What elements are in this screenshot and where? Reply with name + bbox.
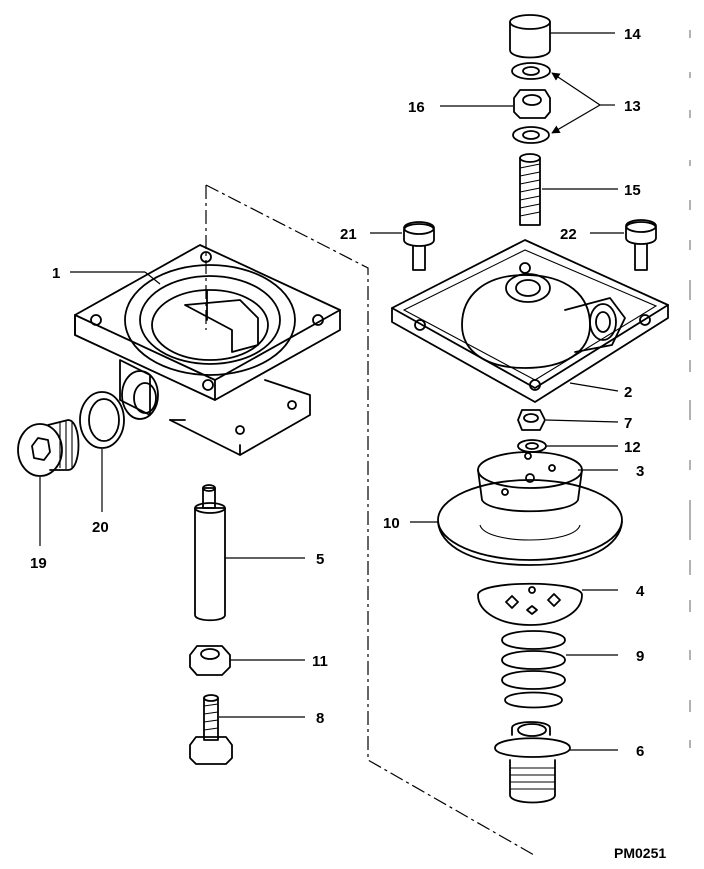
callout-22: 22 bbox=[560, 226, 577, 243]
callout-13: 13 bbox=[624, 98, 641, 115]
part-1-housing bbox=[74, 244, 341, 456]
part-12-washer bbox=[517, 439, 547, 453]
part-7-nut bbox=[517, 409, 546, 431]
part-5-stud bbox=[194, 484, 226, 622]
callout-21: 21 bbox=[340, 226, 357, 243]
callout-6: 6 bbox=[636, 743, 644, 760]
part-9-spring bbox=[501, 630, 566, 709]
part-14-cap bbox=[509, 14, 551, 59]
callout-20: 20 bbox=[92, 519, 109, 536]
callout-12: 12 bbox=[624, 439, 641, 456]
part-20-gasket bbox=[79, 391, 125, 449]
part-3-plate bbox=[477, 451, 583, 513]
callout-3: 3 bbox=[636, 463, 644, 480]
callout-5: 5 bbox=[316, 551, 324, 568]
callout-16: 16 bbox=[408, 99, 425, 116]
callout-11: 11 bbox=[312, 653, 328, 670]
leader-lines bbox=[39, 32, 624, 751]
callout-19: 19 bbox=[30, 555, 47, 572]
part-6-valve-seat bbox=[494, 721, 571, 804]
callout-2: 2 bbox=[624, 384, 632, 401]
callouts: 1 2 3 4 5 6 7 8 9 10 11 12 13 14 15 16 1… bbox=[30, 26, 645, 760]
drawing-code: PM0251 bbox=[614, 845, 666, 861]
part-8-bolt bbox=[189, 694, 233, 765]
callout-9: 9 bbox=[636, 648, 644, 665]
callout-7: 7 bbox=[624, 415, 632, 432]
part-13-washers bbox=[511, 62, 551, 144]
part-10-diaphragm bbox=[437, 479, 623, 566]
part-22-bolt bbox=[625, 219, 657, 271]
part-16-lock-nut bbox=[513, 89, 551, 119]
callout-10: 10 bbox=[383, 515, 400, 532]
callout-15: 15 bbox=[624, 182, 641, 199]
part-2-cover bbox=[391, 239, 669, 403]
callout-8: 8 bbox=[316, 710, 324, 727]
callout-4: 4 bbox=[636, 583, 645, 600]
callout-1: 1 bbox=[52, 265, 60, 282]
part-11-nut bbox=[189, 645, 231, 676]
assembly-axis-line bbox=[205, 184, 535, 856]
callout-14: 14 bbox=[624, 26, 641, 43]
part-21-bolt bbox=[403, 221, 435, 271]
part-15-adjusting-screw bbox=[519, 153, 541, 226]
part-4-lower-plate bbox=[477, 582, 583, 626]
part-19-plug bbox=[17, 419, 80, 477]
